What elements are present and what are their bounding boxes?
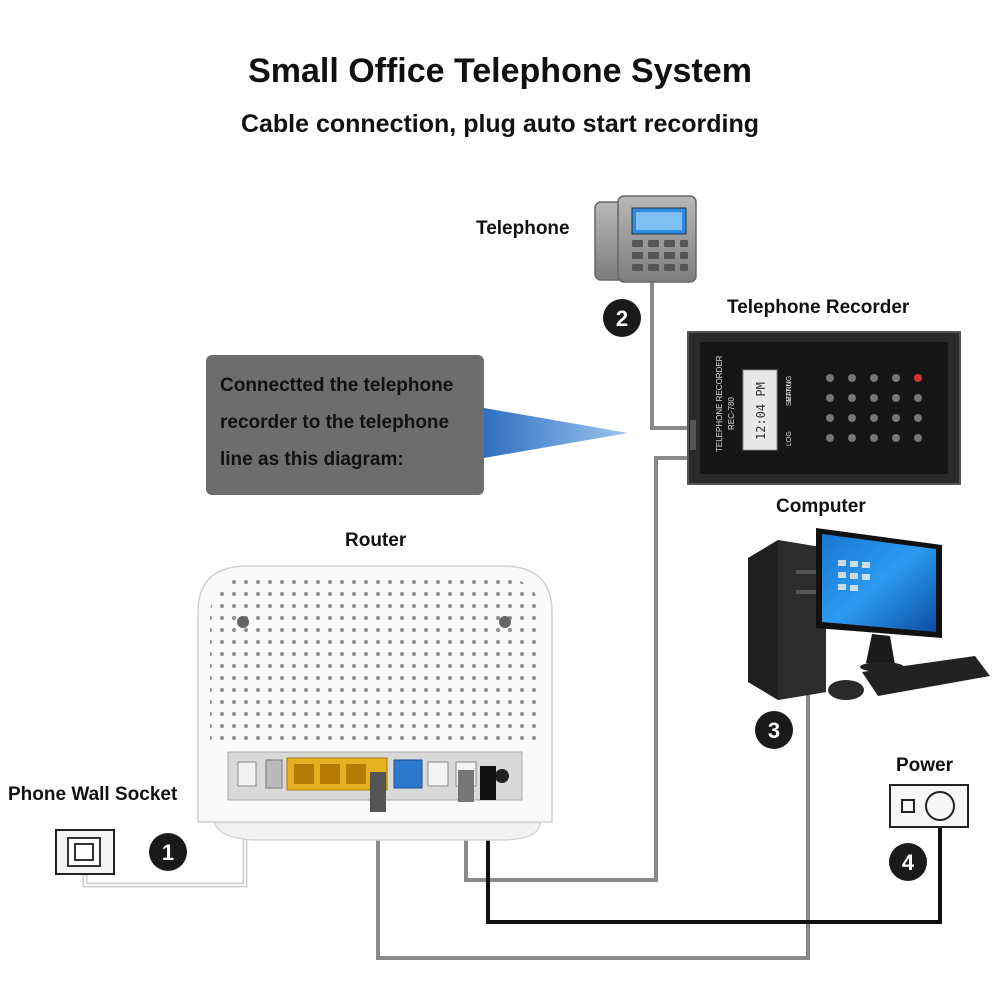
step-badge-1: 1 — [149, 833, 187, 871]
cable-computer-to-router — [376, 690, 810, 960]
recorder-buttons — [826, 374, 922, 442]
cable-power-to-router — [486, 792, 942, 924]
callout-line-1: Connectted the telephone — [220, 375, 454, 396]
callout-pointer — [484, 408, 628, 458]
desktop-computer-icon — [748, 528, 990, 700]
label-telephone-recorder: Telephone Recorder — [727, 297, 910, 318]
svg-text:1: 1 — [162, 840, 174, 865]
phone-jack-icon — [55, 829, 115, 875]
recorder-model-text: REC-780 — [727, 397, 736, 430]
step-badge-4: 4 — [889, 843, 927, 881]
callout-box: Connectted the telephone recorder to the… — [206, 355, 484, 495]
svg-text:4: 4 — [902, 850, 915, 875]
callout-line-3: line as this diagram: — [220, 449, 404, 470]
label-computer: Computer — [776, 496, 866, 517]
recorder-log-text: LOG — [786, 431, 793, 446]
power-outlet-icon — [889, 784, 969, 828]
cable-telephone-to-recorder — [650, 280, 690, 430]
svg-text:2: 2 — [616, 306, 628, 331]
label-phone-wall-socket: Phone Wall Socket — [8, 784, 178, 805]
recorder-menu-text: MANU — [786, 381, 793, 402]
recorder-brand-text: TELEPHONE RECORDER — [715, 355, 724, 452]
diagram-title: Small Office Telephone System — [248, 52, 752, 90]
step-badge-3: 3 — [755, 711, 793, 749]
label-power: Power — [896, 755, 954, 776]
recorder-time-text: 12:04 PM — [754, 382, 768, 440]
router-icon — [197, 565, 553, 841]
step-badge-2: 2 — [603, 299, 641, 337]
callout-line-2: recorder to the telephone — [220, 412, 450, 433]
recorder-device-icon — [687, 331, 961, 485]
diagram-subtitle: Cable connection, plug auto start record… — [240, 110, 760, 138]
label-router: Router — [345, 530, 407, 551]
cable-recorder-to-router — [464, 456, 690, 882]
desk-phone-icon — [594, 195, 697, 283]
svg-text:3: 3 — [768, 718, 780, 743]
label-telephone: Telephone — [476, 218, 570, 239]
recorder-setting-text: SETTING — [786, 376, 793, 406]
